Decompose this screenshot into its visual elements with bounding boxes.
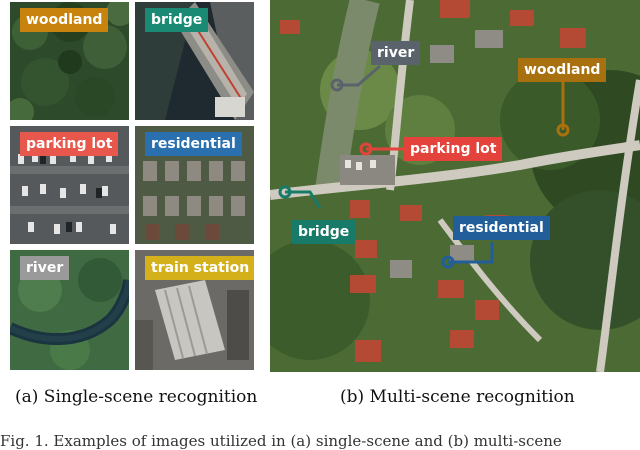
tile-label-river: river <box>20 256 70 280</box>
river-marker <box>330 78 344 92</box>
tile-label-residential: residential <box>145 132 242 156</box>
bridge-connector <box>285 190 322 209</box>
residential-marker <box>441 255 455 269</box>
map-label-residential: residential <box>453 216 550 240</box>
tile-train-station: train station <box>135 250 254 370</box>
bridge-marker <box>278 185 292 199</box>
map-label-bridge: bridge <box>292 220 356 244</box>
tile-bridge: bridge <box>135 2 254 120</box>
parking-lot-marker <box>359 142 373 156</box>
label-connectors <box>278 64 570 269</box>
map-label-river: river <box>371 41 421 65</box>
river-connector <box>337 64 381 87</box>
tile-label-parking-lot: parking lot <box>20 132 119 156</box>
tile-parking-lot: parking lot <box>10 126 129 244</box>
caption-single-scene: (a) Single-scene recognition <box>15 387 258 407</box>
residential-connector <box>448 242 494 264</box>
map-label-parking-lot: parking lot <box>404 137 503 161</box>
tile-residential: residential <box>135 126 254 244</box>
tile-label-woodland: woodland <box>20 8 109 32</box>
multi-scene-image: river woodland parking lot bridge reside… <box>270 0 640 372</box>
caption-multi-scene: (b) Multi-scene recognition <box>340 387 575 407</box>
tile-label-train-station: train station <box>145 256 254 280</box>
tile-woodland: woodland <box>10 2 129 120</box>
map-label-woodland: woodland <box>518 58 607 82</box>
tile-river: river <box>10 250 129 370</box>
woodland-marker <box>556 123 570 137</box>
tile-label-bridge: bridge <box>145 8 209 32</box>
figure-caption: Fig. 1. Examples of images utilized in (… <box>0 432 562 450</box>
